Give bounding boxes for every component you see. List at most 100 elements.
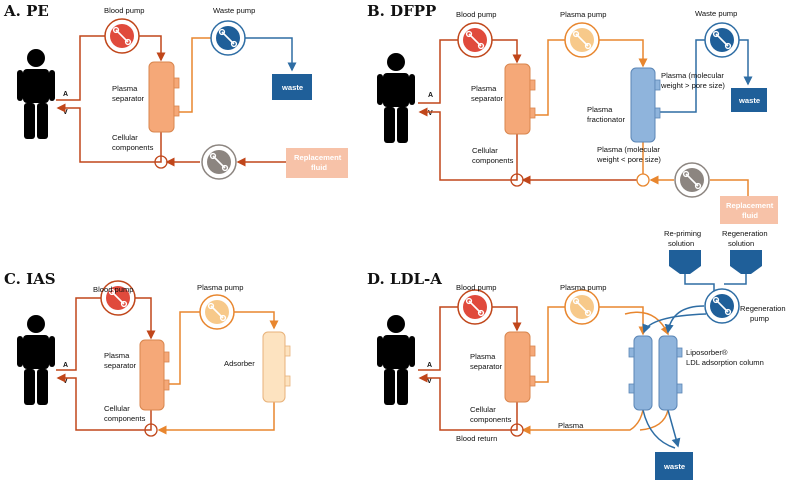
separator-port	[529, 107, 536, 119]
plasma-line	[174, 37, 213, 113]
panel-a: A. PE A V Blood pump Waste pump Plasma s…	[3, 2, 348, 180]
plasma-separator-label-2: separator	[112, 94, 145, 103]
small-plasma-label-1: Plasma (molecular	[597, 145, 660, 154]
plasma-line	[530, 39, 566, 116]
patient-icon	[377, 315, 415, 405]
separator-port	[173, 77, 180, 89]
plasma-separator-label-1: Plasma	[471, 84, 497, 93]
replacement-fluid-label-1: Replacement	[726, 201, 774, 210]
waste-out2-line	[667, 409, 681, 448]
plasma-to-fractionator-line	[598, 39, 648, 68]
regeneration-to-column-line	[664, 305, 705, 334]
separator-port	[529, 79, 536, 91]
repriming-label-2: solution	[668, 239, 694, 248]
cellular-components-label-1: Cellular	[470, 405, 496, 414]
plasma-separator-label-1: Plasma	[104, 351, 130, 360]
cellular-components-label-1: Cellular	[112, 133, 138, 142]
plasma-separator-label-2: separator	[104, 361, 137, 370]
plasma-junction	[636, 173, 650, 187]
waste-pump-label: Waste pump	[695, 9, 737, 18]
blood-to-separator-line	[138, 35, 166, 62]
plasma-fractionator-label-1: Plasma	[587, 105, 613, 114]
arterial-line	[418, 39, 459, 104]
blood-pump-label: Blood pump	[93, 285, 134, 294]
fractionator-port	[654, 79, 661, 91]
waste-label: waste	[738, 96, 760, 105]
separator-port	[529, 375, 536, 387]
panel-d-title: D. LDL-A	[367, 270, 442, 288]
cellular-components-label-2: components	[104, 414, 146, 423]
plasma-separator-label-2: separator	[471, 94, 504, 103]
patient-icon	[17, 315, 55, 405]
venous-label: V	[63, 378, 68, 385]
separator-port	[529, 345, 536, 357]
arterial-line	[56, 297, 102, 371]
arterial-line	[56, 35, 106, 101]
plasma-fractionator	[630, 67, 656, 143]
column-port	[676, 383, 683, 394]
mixing-junction	[510, 423, 524, 437]
plasma-pump-label: Plasma pump	[560, 10, 606, 19]
waste-line	[243, 37, 297, 72]
liposorber-label-2: LDL adsorption column	[686, 358, 764, 367]
cellular-components-label-2: components	[472, 156, 514, 165]
plasma-separator	[504, 331, 531, 403]
patient-icon	[17, 49, 55, 139]
plasma-line	[164, 311, 201, 385]
adsorber-port	[284, 345, 291, 357]
return-line	[56, 103, 162, 163]
cellular-components-label-2: components	[470, 415, 512, 424]
panel-d: D. LDL-A A V Blood pump Plasma pump Rege…	[367, 229, 786, 480]
cellular-components-label-1: Cellular	[472, 146, 498, 155]
ldl-column-2	[658, 335, 678, 411]
venous-label: V	[63, 109, 68, 116]
cellular-components-label-1: Cellular	[104, 404, 130, 413]
return-line	[418, 373, 518, 431]
blood-to-separator-line	[491, 39, 522, 64]
waste-box	[655, 452, 693, 480]
patient-icon	[377, 53, 415, 143]
replacement-fluid-box	[720, 196, 778, 224]
plasma-separator	[148, 61, 175, 133]
replacement-fluid-label-2: fluid	[311, 163, 327, 172]
adsorber-port	[284, 375, 291, 387]
plasma-separator-label-1: Plasma	[470, 352, 496, 361]
regeneration-solution-line	[724, 272, 747, 285]
repriming-solution-bag	[669, 250, 701, 274]
waste-box	[272, 74, 312, 100]
repriming-line	[684, 272, 715, 292]
repriming-label-1: Re-priming	[664, 229, 701, 238]
plasma-line	[530, 306, 566, 383]
regeneration-to-column1-line	[642, 313, 707, 334]
separator-port	[163, 351, 170, 363]
waste-line	[738, 39, 753, 86]
mixing-junction	[144, 423, 158, 437]
plasma-to-adsorber-line	[233, 311, 279, 330]
blood-pump-label: Blood pump	[456, 10, 497, 19]
arterial-label: A	[427, 362, 432, 369]
regeneration-solution-label-1: Regeneration	[722, 229, 768, 238]
regeneration-solution-bag	[730, 250, 762, 274]
waste-label: waste	[281, 83, 303, 92]
adsorber	[262, 331, 286, 403]
blood-to-separator-line	[491, 306, 522, 332]
mixing-junction	[510, 173, 524, 187]
arterial-label: A	[428, 92, 433, 99]
separator-port	[163, 379, 170, 391]
regeneration-pump-label-1: Regeneration	[740, 304, 786, 313]
blood-pump-label: Blood pump	[104, 6, 145, 15]
return-line	[56, 373, 152, 431]
replacement-fluid-label-1: Replacement	[294, 153, 342, 162]
separator-port	[173, 105, 180, 117]
plasma-to-column-line	[598, 306, 648, 336]
regeneration-solution-label-2: solution	[728, 239, 754, 248]
venous-label: V	[427, 378, 432, 385]
plasma-to-column2-line	[624, 311, 669, 336]
blood-to-separator-line	[134, 297, 156, 340]
waste-out1-line	[642, 409, 676, 449]
plasma-separator	[139, 339, 165, 411]
regeneration-pump-label-2: pump	[750, 314, 769, 323]
cellular-components-label-2: components	[112, 143, 154, 152]
arterial-label: A	[63, 91, 68, 98]
